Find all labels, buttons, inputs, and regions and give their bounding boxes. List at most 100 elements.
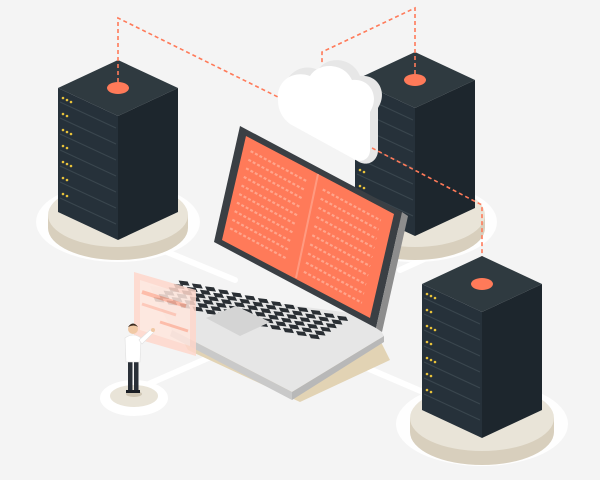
keyboard-key [267, 314, 279, 320]
person-hair [128, 323, 138, 327]
keyboard-key [278, 307, 290, 313]
keyboard-key [244, 295, 256, 301]
cloud [277, 60, 382, 164]
keyboard-key [291, 310, 303, 316]
screen-text-line [238, 193, 296, 225]
keyboard-key [178, 280, 190, 286]
server-left [36, 60, 200, 262]
keyboard-key [207, 296, 219, 302]
screen-text-line [229, 227, 287, 260]
keyboard-key [307, 323, 319, 329]
screen-text-line [303, 270, 363, 304]
keyboard-key [265, 304, 277, 310]
keyboard-key [270, 324, 282, 331]
screen-text-line [307, 252, 367, 286]
laptop-screen-text-lines [229, 150, 382, 304]
server-top-disc [404, 74, 426, 86]
keyboard-key [275, 321, 287, 327]
keyboard-key [301, 327, 313, 333]
keyboard-key [337, 315, 349, 321]
keyboard-key [215, 302, 227, 308]
keyboard-key [331, 319, 343, 325]
keyboard-key [310, 309, 322, 316]
keyboard-key [318, 316, 330, 322]
person-leg-right [134, 360, 139, 392]
server-leds [61, 96, 73, 198]
screen-text-line [245, 167, 303, 200]
keyboard-key [197, 303, 209, 309]
screen-text-line [243, 175, 301, 208]
screen-text-line [318, 206, 378, 240]
hologram-line [141, 302, 177, 317]
keyboard-key [325, 323, 337, 329]
server-side [415, 80, 475, 236]
keyboard-key [314, 330, 326, 336]
laptop-touchpad [206, 306, 270, 336]
laptop-deck-edge [170, 330, 292, 400]
keyboard-key [239, 298, 251, 304]
keyboard-key [323, 312, 335, 319]
keyboard-key [231, 292, 243, 298]
keyboard-key [294, 320, 306, 326]
keyboard-key [247, 305, 259, 311]
keyboard-key [199, 289, 211, 296]
hologram-line [141, 290, 187, 308]
person-head [128, 324, 138, 334]
keyboard-key [305, 313, 317, 319]
screen-text-line [250, 150, 308, 183]
screen-text-line [322, 188, 382, 222]
link-left-server [117, 16, 281, 99]
person-hand [151, 328, 155, 332]
keyboard-key [226, 295, 238, 301]
screen-text-line [320, 197, 380, 231]
keyboard-key [234, 302, 246, 308]
person [100, 323, 168, 416]
keyboard-key [320, 326, 332, 332]
person-arm [138, 329, 155, 345]
keyboard-key [252, 301, 264, 307]
person-leg-left [128, 360, 133, 392]
keyboard-key [286, 314, 298, 320]
keyboard-key [280, 317, 292, 323]
server-leds [425, 292, 437, 394]
server-side [482, 284, 542, 438]
screen-text-line [240, 184, 299, 217]
laptop-deck-edge-right [292, 336, 384, 400]
keyboard-key [299, 317, 311, 323]
laptop [150, 126, 408, 402]
laptop-screen-back [376, 212, 408, 332]
keyboard-key [191, 283, 203, 289]
dashed-network-lines [117, 6, 483, 280]
screen-text-line [236, 201, 294, 234]
keyboard-key [260, 308, 272, 314]
server-slots [423, 297, 481, 421]
keyboard-key [312, 320, 324, 326]
person-shoe [126, 390, 133, 393]
keyboard-key [282, 327, 294, 334]
keyboard-key [257, 298, 269, 304]
keyboard-key [297, 306, 309, 313]
keyboard-key [205, 309, 217, 315]
keyboard-key [194, 293, 206, 299]
screen-text-line [311, 234, 371, 268]
server-slots [59, 101, 117, 225]
keyboard-key [218, 289, 230, 295]
keyboard-key [271, 301, 283, 307]
screen-text-line [315, 215, 375, 249]
laptop-screen-divider [295, 173, 319, 279]
keyboard-key [273, 311, 285, 317]
keyboard-key [308, 334, 320, 340]
server-bottom-right [396, 256, 568, 466]
keyboard-key [210, 306, 222, 312]
keyboard-key [295, 330, 307, 337]
server-top-disc [471, 278, 493, 290]
keyboard-key [284, 304, 296, 310]
keyboard-key [220, 299, 232, 305]
keyboard-key [205, 286, 217, 292]
keyboard-key [202, 299, 214, 305]
hologram-line [159, 320, 189, 333]
screen-text-line [309, 243, 369, 277]
screen-text-line [247, 158, 305, 191]
connector-bottom [357, 362, 433, 398]
